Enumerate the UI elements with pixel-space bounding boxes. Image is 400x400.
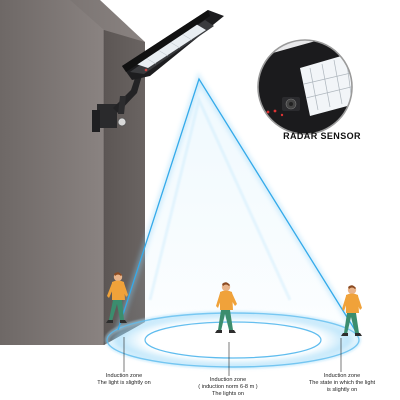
caption-middle: Induction zone ( induction norm 6-8 m ) …: [184, 377, 272, 399]
caption-middle-line1: Induction zone: [209, 377, 247, 383]
wall: [0, 0, 145, 345]
caption-middle-line2: ( induction norm 6-8 m ): [198, 384, 258, 391]
caption-right-line1: Induction zone: [323, 373, 361, 379]
person-middle: [215, 282, 237, 333]
caption-left: Induction zone The light is slightly on: [88, 373, 160, 387]
detection-cone: [115, 71, 358, 332]
caption-left-line2: The light is slightly on: [97, 380, 151, 387]
person-left: [106, 272, 128, 323]
person-right: [341, 285, 362, 336]
caption-right: Induction zone The state in which the li…: [287, 373, 397, 395]
caption-pointer-lines: [123, 337, 342, 376]
caption-middle-line3: The lights on: [211, 391, 245, 398]
radar-sensor-label: RADAR SENSOR: [283, 131, 361, 141]
solar-street-lamp: [92, 10, 224, 132]
caption-left-line1: Induction zone: [105, 373, 143, 379]
radar-sensor-callout: [257, 39, 353, 135]
caption-right-line3: is slightly on: [326, 387, 358, 394]
caption-right-line2: The state in which the light: [308, 380, 376, 387]
